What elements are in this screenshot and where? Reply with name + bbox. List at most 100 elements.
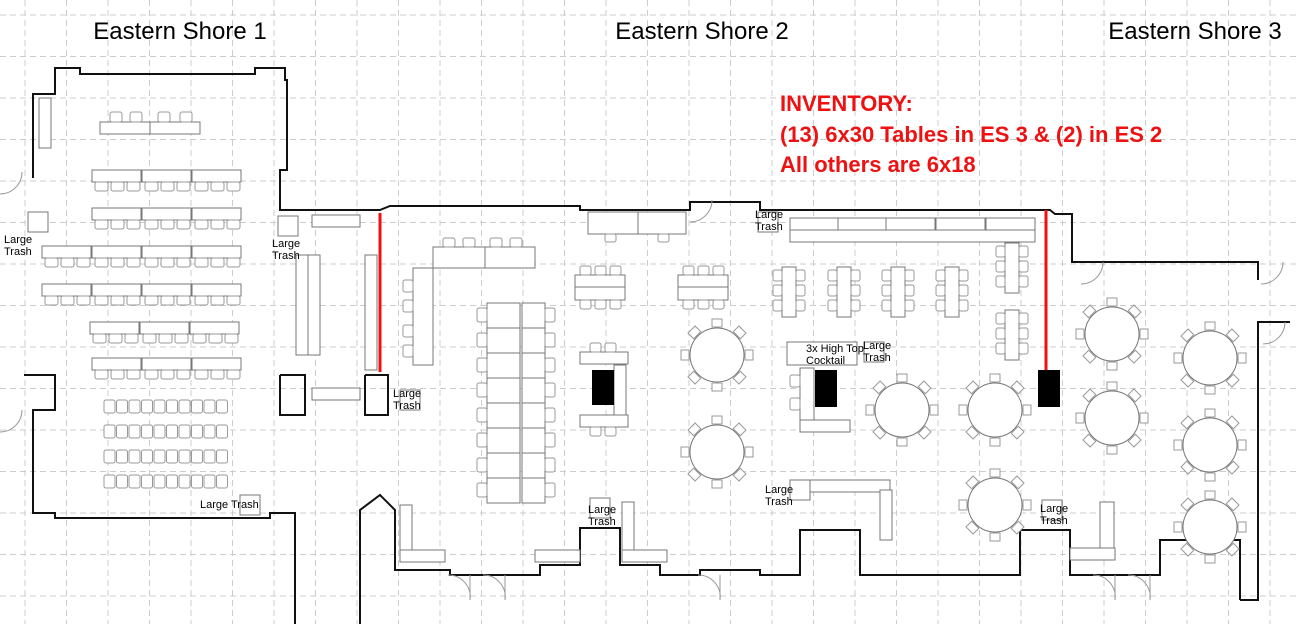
chair bbox=[1075, 328, 1085, 340]
chair bbox=[141, 399, 153, 414]
chair bbox=[124, 333, 139, 344]
chair bbox=[44, 257, 59, 268]
chair bbox=[1010, 475, 1025, 490]
chair bbox=[657, 233, 670, 243]
chair bbox=[1204, 472, 1216, 482]
round-table bbox=[1182, 499, 1238, 555]
table bbox=[91, 169, 142, 183]
chair bbox=[872, 425, 887, 440]
chair bbox=[178, 424, 191, 439]
chair bbox=[1106, 445, 1118, 455]
chair bbox=[476, 357, 488, 373]
wall bbox=[24, 374, 296, 624]
chair bbox=[126, 369, 141, 380]
chair bbox=[191, 399, 203, 414]
chair bbox=[1225, 460, 1240, 475]
chair bbox=[1082, 304, 1097, 319]
chair bbox=[989, 373, 1001, 383]
chair bbox=[904, 299, 915, 312]
table bbox=[944, 266, 960, 318]
chair bbox=[687, 467, 702, 482]
chair bbox=[904, 284, 915, 297]
chair bbox=[680, 446, 690, 458]
chair bbox=[224, 333, 239, 344]
chair bbox=[544, 307, 556, 323]
chair bbox=[965, 475, 980, 490]
chair bbox=[76, 257, 91, 268]
trash-label: Large bbox=[272, 238, 300, 250]
chair bbox=[881, 299, 892, 312]
round-table bbox=[967, 477, 1023, 533]
chair bbox=[110, 257, 125, 268]
chair bbox=[216, 399, 228, 414]
table bbox=[613, 364, 627, 416]
round-table bbox=[874, 382, 930, 438]
chair bbox=[579, 299, 592, 310]
wall bbox=[279, 374, 306, 416]
table bbox=[677, 286, 729, 301]
chair bbox=[1204, 408, 1216, 418]
chair bbox=[153, 424, 166, 439]
chair bbox=[157, 111, 171, 123]
furniture bbox=[27, 97, 1247, 564]
chair bbox=[687, 422, 702, 437]
chair bbox=[896, 373, 908, 383]
chair bbox=[116, 399, 128, 414]
chair bbox=[711, 479, 723, 489]
trash-bin bbox=[399, 389, 421, 411]
chair bbox=[110, 219, 125, 230]
chair bbox=[226, 295, 241, 306]
table bbox=[521, 302, 546, 329]
chair bbox=[128, 449, 141, 464]
table bbox=[191, 357, 242, 371]
chair bbox=[544, 407, 556, 423]
chair bbox=[965, 520, 980, 535]
table bbox=[935, 217, 986, 231]
high-top-table bbox=[815, 370, 837, 407]
trash-label: Trash bbox=[765, 496, 793, 508]
chair bbox=[194, 369, 209, 380]
chair bbox=[1018, 260, 1029, 273]
table bbox=[432, 246, 486, 269]
chair bbox=[216, 449, 228, 464]
chair bbox=[144, 257, 159, 268]
table bbox=[191, 169, 242, 183]
chair bbox=[827, 284, 838, 297]
table bbox=[91, 357, 142, 371]
table bbox=[789, 229, 1036, 243]
room-title-es1: Eastern Shore 1 bbox=[93, 18, 266, 45]
chair bbox=[989, 468, 1001, 478]
chair bbox=[1204, 554, 1216, 564]
table bbox=[637, 211, 687, 235]
chair bbox=[44, 295, 59, 306]
chair bbox=[158, 333, 173, 344]
chair bbox=[1075, 412, 1085, 424]
trash-label: Large bbox=[863, 340, 891, 352]
chair bbox=[141, 449, 153, 464]
chair bbox=[103, 424, 116, 439]
chair bbox=[176, 369, 191, 380]
table bbox=[621, 501, 635, 558]
table bbox=[621, 549, 668, 563]
chair bbox=[904, 269, 915, 282]
table bbox=[890, 266, 906, 318]
chair bbox=[103, 474, 116, 489]
chair bbox=[476, 332, 488, 348]
chair bbox=[1010, 425, 1025, 440]
trash-label: Trash bbox=[588, 516, 616, 528]
chair bbox=[178, 399, 191, 414]
chair bbox=[108, 333, 123, 344]
table bbox=[399, 549, 446, 563]
chair bbox=[1106, 361, 1118, 371]
chair bbox=[144, 181, 159, 192]
door bbox=[0, 409, 23, 433]
chair bbox=[1180, 373, 1195, 388]
chair bbox=[1010, 520, 1025, 535]
room-title-es3: Eastern Shore 3 bbox=[1108, 18, 1281, 45]
high-top-table bbox=[592, 370, 614, 405]
chair bbox=[1173, 352, 1183, 364]
door bbox=[1092, 574, 1116, 601]
table bbox=[307, 254, 321, 356]
chair bbox=[594, 265, 607, 276]
